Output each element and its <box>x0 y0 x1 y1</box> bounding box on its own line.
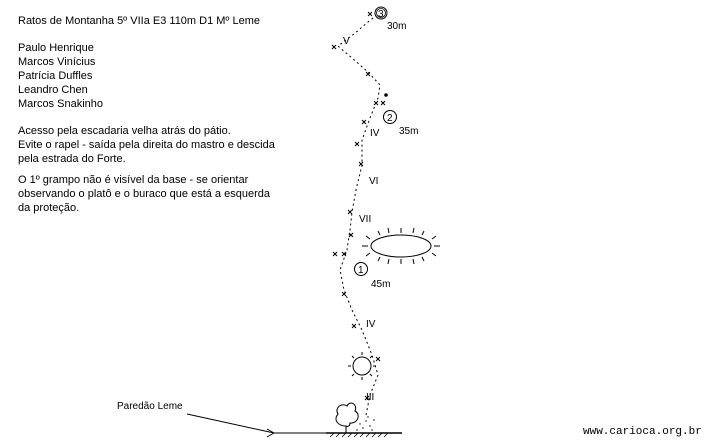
grade-label: III <box>366 392 374 403</box>
arrow-head-icon <box>266 428 275 438</box>
wall-pointer-line <box>186 413 275 434</box>
route-title: Ratos de Montanha 5º VIIa E3 110m D1 Mº … <box>18 15 261 27</box>
ground-hatch <box>329 432 389 438</box>
descent-note: pela estrada do Forte. <box>18 153 126 165</box>
pitch-number: 1 <box>358 265 364 276</box>
pitch-number: 2 <box>387 113 393 124</box>
access-note: Acesso pela escadaria velha atrás do pát… <box>18 125 231 137</box>
grade-label: VI <box>369 176 378 187</box>
pitch-2: 2 35m <box>383 110 418 137</box>
climber-name: Marcos Vinícius <box>18 56 96 68</box>
pitch-3: 3 30m <box>374 6 406 32</box>
pitch-length: 30m <box>387 21 406 32</box>
first-bolt-note: observando o platô e o buraco que está a… <box>18 188 270 200</box>
plateau-icon <box>362 227 440 265</box>
route-line <box>337 13 381 416</box>
climber-name: Patrícia Duffles <box>18 70 93 82</box>
pitch-length: 35m <box>399 126 418 137</box>
pitch-1-circle <box>354 262 368 276</box>
tree-icon <box>335 402 359 433</box>
bolt-icons <box>331 11 386 401</box>
website-link[interactable]: www.carioca.org.br <box>583 426 702 438</box>
first-bolt-note: da proteção. <box>18 202 80 214</box>
climber-name: Paulo Henrique <box>18 42 94 54</box>
grade-label: IV <box>370 128 380 139</box>
pitch-2-circle <box>383 110 397 124</box>
grade-label: VII <box>359 214 371 225</box>
pitch-3-circle <box>374 6 388 20</box>
pitch-length: 45m <box>371 279 390 290</box>
grade-label: IV <box>366 319 376 330</box>
pitch-number: 3 <box>378 9 384 20</box>
climber-name: Leandro Chen <box>18 84 88 96</box>
grade-label: V <box>343 36 350 47</box>
anchor-icon <box>384 93 388 97</box>
pitch-1: 1 45m <box>354 262 390 290</box>
descent-note: Evite o rapel - saída pela direita do ma… <box>18 139 275 151</box>
first-bolt-note: O 1º grampo não é visível da base - se o… <box>18 174 249 186</box>
hole-icon <box>348 352 376 380</box>
climber-name: Marcos Snakinho <box>18 98 103 110</box>
base-rubble <box>356 416 375 431</box>
wall-label: Paredão Leme <box>117 401 183 412</box>
